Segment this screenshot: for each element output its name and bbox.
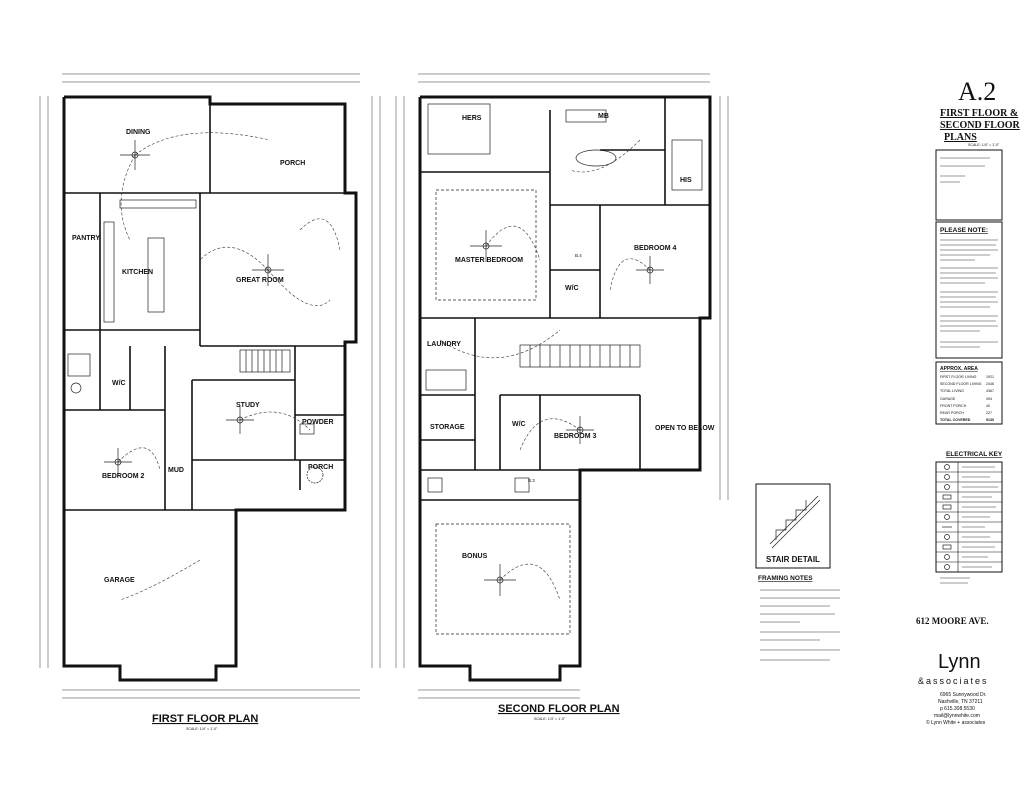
please-note-heading: PLEASE NOTE: — [940, 227, 988, 234]
ff-room-porch-front: PORCH — [308, 464, 333, 471]
area-row: FRONT PORCH 40 — [940, 404, 990, 408]
area-row: FIRST FLOOR LIVING 1921 — [940, 375, 994, 379]
please-note-box — [935, 221, 1003, 359]
firm-email: mail@lynnwhite.com — [934, 713, 980, 719]
framing-notes-heading: FRAMING NOTES — [758, 575, 813, 582]
ff-room-mud: MUD — [168, 467, 184, 474]
ff-room-bedroom2: BEDROOM 2 — [102, 473, 145, 480]
svg-text:40: 40 — [986, 404, 990, 408]
sf-room-b3: B.3 — [528, 478, 535, 483]
svg-text:TOTAL COVERED: TOTAL COVERED — [940, 418, 971, 422]
electrical-key-table — [935, 461, 1003, 573]
second-floor-plan-title: SECOND FLOOR PLAN — [498, 703, 620, 715]
svg-text:GARAGE: GARAGE — [940, 397, 956, 401]
sheet-title-line-3: PLANS — [944, 132, 977, 143]
sf-room-hers: HERS — [462, 115, 482, 122]
firm-address-1: 6965 Sunnywood Dr. — [940, 692, 986, 698]
sf-room-bedroom4: BEDROOM 4 — [634, 245, 677, 252]
ff-room-garage: GARAGE — [104, 577, 135, 584]
area-table-heading: APPROX. AREA — [940, 366, 978, 372]
sf-room-storage: STORAGE — [430, 424, 465, 431]
sheet-title-line-2: SECOND FLOOR — [940, 120, 1021, 131]
sf-room-master-bedroom: MASTER BEDROOM — [455, 257, 523, 264]
sheet-title-line-1: FIRST FLOOR & — [940, 108, 1018, 119]
firm-name: Lynn — [938, 651, 981, 673]
ff-room-wic: W/C — [112, 380, 126, 387]
sf-room-laundry: LAUNDRY — [427, 341, 461, 348]
ff-room-kitchen: KITCHEN — [122, 269, 153, 276]
second-floor-plan-scale: SCALE: 1/4" = 1'-0" — [534, 717, 566, 721]
area-table — [935, 361, 1003, 425]
sheet-number: A.2 — [958, 77, 996, 106]
title-block: A.2 FIRST FLOOR & SECOND FLOOR PLANS SCA… — [916, 77, 1021, 726]
sheet-scale: SCALE: 1/4" = 1'-0" — [968, 143, 1000, 147]
first-floor-plan-scale: SCALE: 1/4" = 1'-0" — [186, 727, 218, 731]
sf-room-mb: MB — [598, 113, 609, 120]
second-floor-stair — [519, 344, 641, 368]
second-floor-plan: HERS MB HIS MASTER BEDROOM BEDROOM 4 W/C… — [395, 73, 729, 721]
sf-room-open-to-below: OPEN TO BELOW — [655, 425, 715, 432]
area-row: REAR PORCH 227 — [940, 411, 992, 415]
ff-room-powder: POWDER — [302, 419, 334, 426]
sf-room-bonus: BONUS — [462, 553, 488, 560]
ff-room-porch: PORCH — [280, 160, 305, 167]
ff-room-great-room: GREAT ROOM — [236, 277, 284, 284]
ff-room-pantry: PANTRY — [72, 235, 100, 242]
svg-text:TOTAL LIVING: TOTAL LIVING — [940, 389, 964, 393]
firm-address-2: Nashville, TN 37211 — [938, 699, 983, 705]
sf-room-wic2: W/C — [512, 421, 526, 428]
firm-phone: p 615.308.5530 — [940, 706, 975, 712]
ff-room-study: STUDY — [236, 402, 260, 409]
area-row: SECOND FLOOR LIVING 2446 — [940, 382, 994, 386]
area-row: GARAGE 494 — [940, 397, 992, 401]
sf-room-b4: B.4 — [575, 253, 582, 258]
first-floor-stair — [239, 349, 291, 373]
electrical-key-heading: ELECTRICAL KEY — [946, 451, 1003, 458]
area-row: TOTAL COVERED 5130 — [940, 418, 994, 422]
svg-text:494: 494 — [986, 397, 992, 401]
ff-room-dining: DINING — [126, 129, 151, 136]
first-floor-plan: DINING PORCH PANTRY KITCHEN GREAT ROOM W… — [39, 73, 381, 731]
svg-text:227: 227 — [986, 411, 992, 415]
sf-room-wic: W/C — [565, 285, 579, 292]
project-address: 612 MOORE AVE. — [916, 616, 989, 626]
framing-notes: FRAMING NOTES — [758, 575, 840, 661]
sf-room-his: HIS — [680, 177, 692, 184]
svg-text:1921: 1921 — [986, 375, 994, 379]
svg-text:5130: 5130 — [986, 418, 994, 422]
svg-text:4367: 4367 — [986, 389, 994, 393]
firm-sub: &associates — [918, 676, 989, 686]
svg-text:FRONT PORCH: FRONT PORCH — [940, 404, 967, 408]
area-row: TOTAL LIVING 4367 — [940, 389, 994, 393]
firm-copyright: © Lynn White + associates — [926, 719, 986, 726]
stair-detail-title: STAIR DETAIL — [766, 555, 820, 564]
stair-detail: STAIR DETAIL — [755, 483, 831, 569]
first-floor-plan-title: FIRST FLOOR PLAN — [152, 713, 258, 725]
svg-text:REAR PORCH: REAR PORCH — [940, 411, 964, 415]
sf-room-bedroom3: BEDROOM 3 — [554, 433, 597, 440]
svg-text:FIRST FLOOR LIVING: FIRST FLOOR LIVING — [940, 375, 977, 379]
svg-text:2446: 2446 — [986, 382, 994, 386]
revision-box — [935, 149, 1003, 221]
svg-text:SECOND FLOOR LIVING: SECOND FLOOR LIVING — [940, 382, 982, 386]
